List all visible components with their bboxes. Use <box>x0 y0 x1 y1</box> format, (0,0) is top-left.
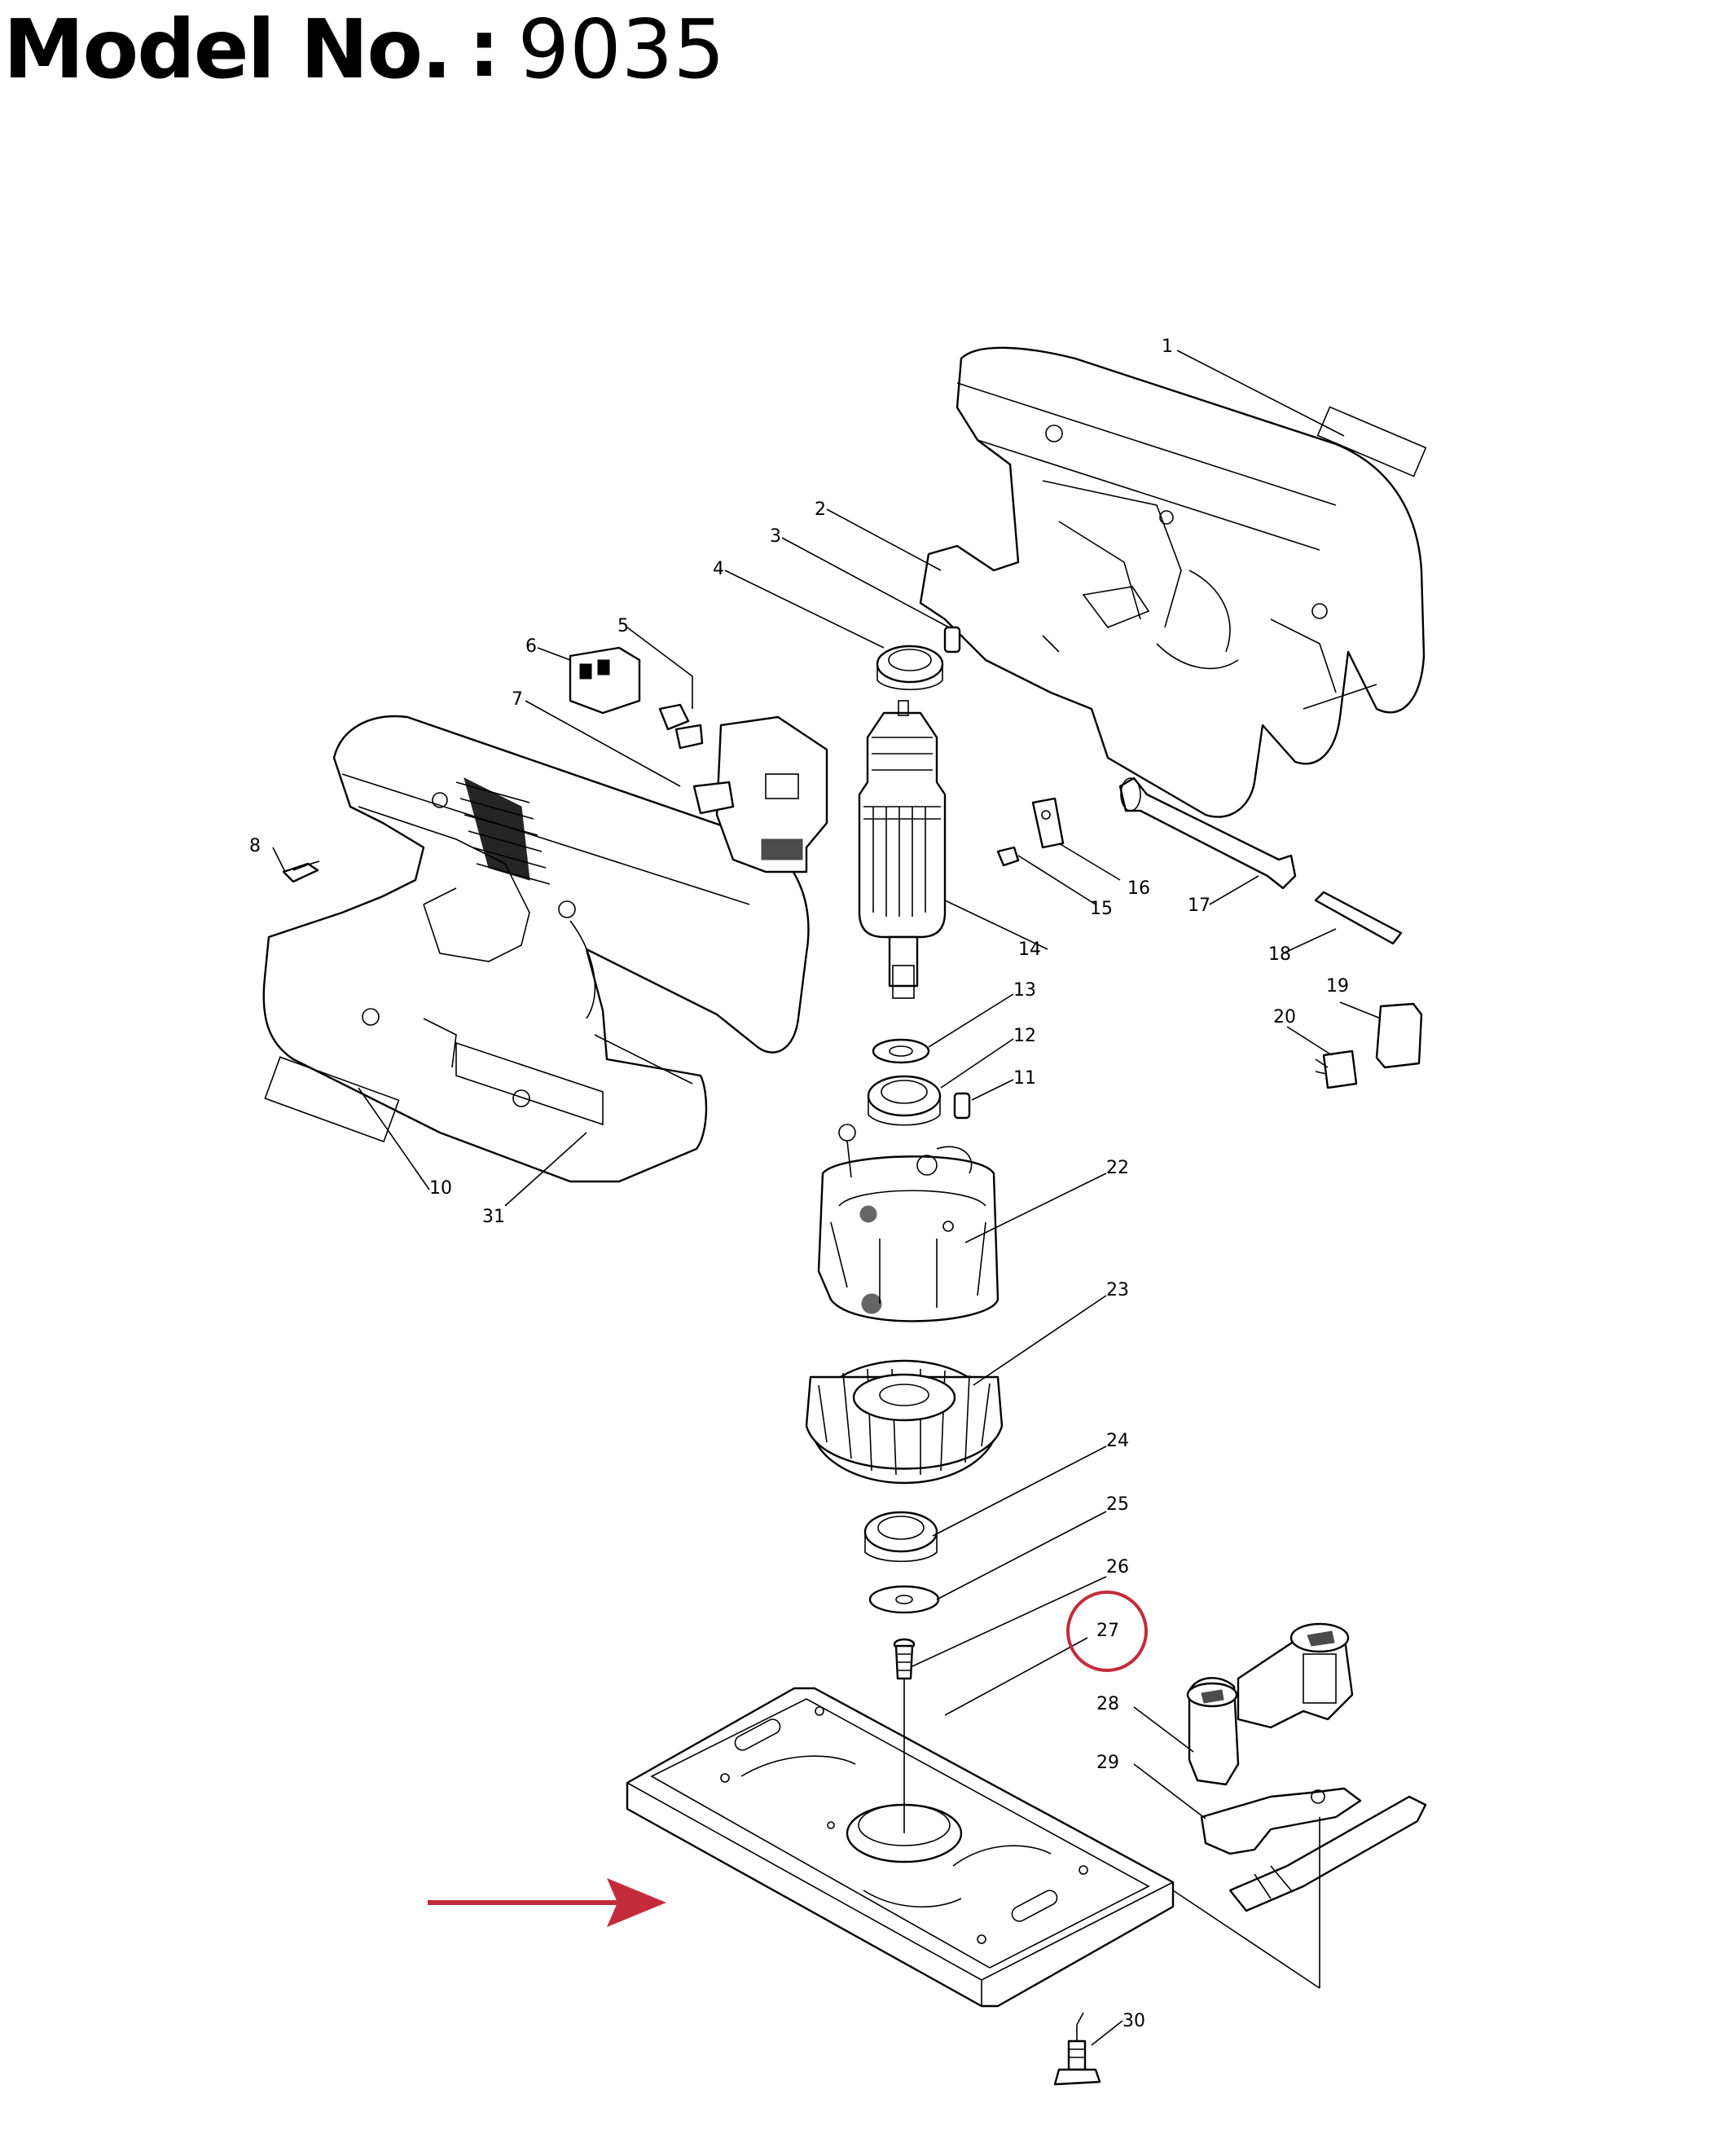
part-label-4: 4 <box>713 559 724 579</box>
part-label-10: 10 <box>429 1178 452 1199</box>
part-label-26: 26 <box>1106 1557 1129 1577</box>
bearing-12-drawing <box>867 1075 942 1126</box>
part-label-16: 16 <box>1127 878 1150 899</box>
part-20-drawing <box>1315 1049 1358 1089</box>
bearing-4-drawing <box>876 645 944 691</box>
plate-16-drawing <box>1031 797 1065 849</box>
right-housing-drawing <box>919 346 1427 818</box>
model-number-value: 9035 <box>517 1 725 97</box>
part-label-2: 2 <box>815 499 826 520</box>
pad-support-drawing <box>1186 1622 1354 1786</box>
part-label-20: 20 <box>1273 1007 1296 1027</box>
armature-drawing <box>858 700 947 999</box>
part-labels: 1 2 3 4 5 6 7 8 10 11 12 13 14 15 16 17 … <box>249 337 1349 2031</box>
part-label-12: 12 <box>1013 1026 1036 1046</box>
brush-holder-drawing <box>715 715 828 873</box>
part-label-19: 19 <box>1326 976 1349 997</box>
part-label-29: 29 <box>1096 1753 1119 1773</box>
part-label-13: 13 <box>1013 980 1036 1001</box>
bearing-24-drawing <box>863 1511 938 1562</box>
part-label-17: 17 <box>1188 895 1210 916</box>
part-label-28: 28 <box>1096 1694 1119 1714</box>
counterweight-drawing <box>1200 1787 1427 1912</box>
washer-13-drawing <box>872 1038 930 1064</box>
assembly-axis-line <box>903 1679 1320 2026</box>
part-19-drawing <box>1375 1002 1423 1069</box>
part-label-8: 8 <box>249 836 261 856</box>
part-label-22: 22 <box>1106 1158 1129 1178</box>
model-number-separator: : <box>468 3 500 95</box>
part-label-25: 25 <box>1106 1494 1129 1515</box>
part-label-14: 14 <box>1018 939 1041 960</box>
screw-26-drawing <box>893 1638 916 1680</box>
part-label-6: 6 <box>525 636 537 657</box>
pin-3-drawing <box>943 626 961 653</box>
model-number-label: Model No. <box>3 1 452 97</box>
base-plate-drawing <box>626 1687 1175 2008</box>
brush-cap-drawing <box>658 703 704 750</box>
screw-15-drawing <box>996 846 1020 867</box>
screw-8-drawing <box>282 860 320 883</box>
pointer-arrow <box>428 1878 666 1927</box>
part-label-18: 18 <box>1268 944 1291 965</box>
shaft-17-drawing <box>1118 777 1297 890</box>
fan-drawing <box>805 1359 1004 1485</box>
carbon-brush-drawing <box>692 781 735 815</box>
model-header: Model No. : 9035 <box>3 0 725 98</box>
screw-30-drawing <box>1053 2025 1101 2086</box>
leader-lines <box>272 350 1382 2046</box>
left-housing-drawing <box>262 715 810 1183</box>
part-label-30: 30 <box>1122 2011 1145 2031</box>
rod-18-drawing <box>1314 891 1403 945</box>
part-label-5: 5 <box>617 616 629 636</box>
part-label-1: 1 <box>1162 337 1173 357</box>
switch-drawing <box>569 646 641 715</box>
pin-11-drawing <box>953 1092 971 1120</box>
name-plate-drawing <box>264 1056 400 1143</box>
field-core-drawing <box>817 1124 999 1322</box>
part-label-24: 24 <box>1106 1431 1129 1451</box>
part-label-15: 15 <box>1090 899 1113 919</box>
part-label-7: 7 <box>512 689 523 710</box>
part-label-3: 3 <box>770 526 781 547</box>
part-label-11: 11 <box>1013 1068 1036 1089</box>
washer-25-drawing <box>868 1585 940 1614</box>
part-27-highlight-circle <box>1066 1591 1148 1672</box>
part-label-27: 27 <box>1096 1621 1119 1641</box>
part-label-31: 31 <box>482 1207 505 1227</box>
part-label-23: 23 <box>1106 1280 1129 1300</box>
